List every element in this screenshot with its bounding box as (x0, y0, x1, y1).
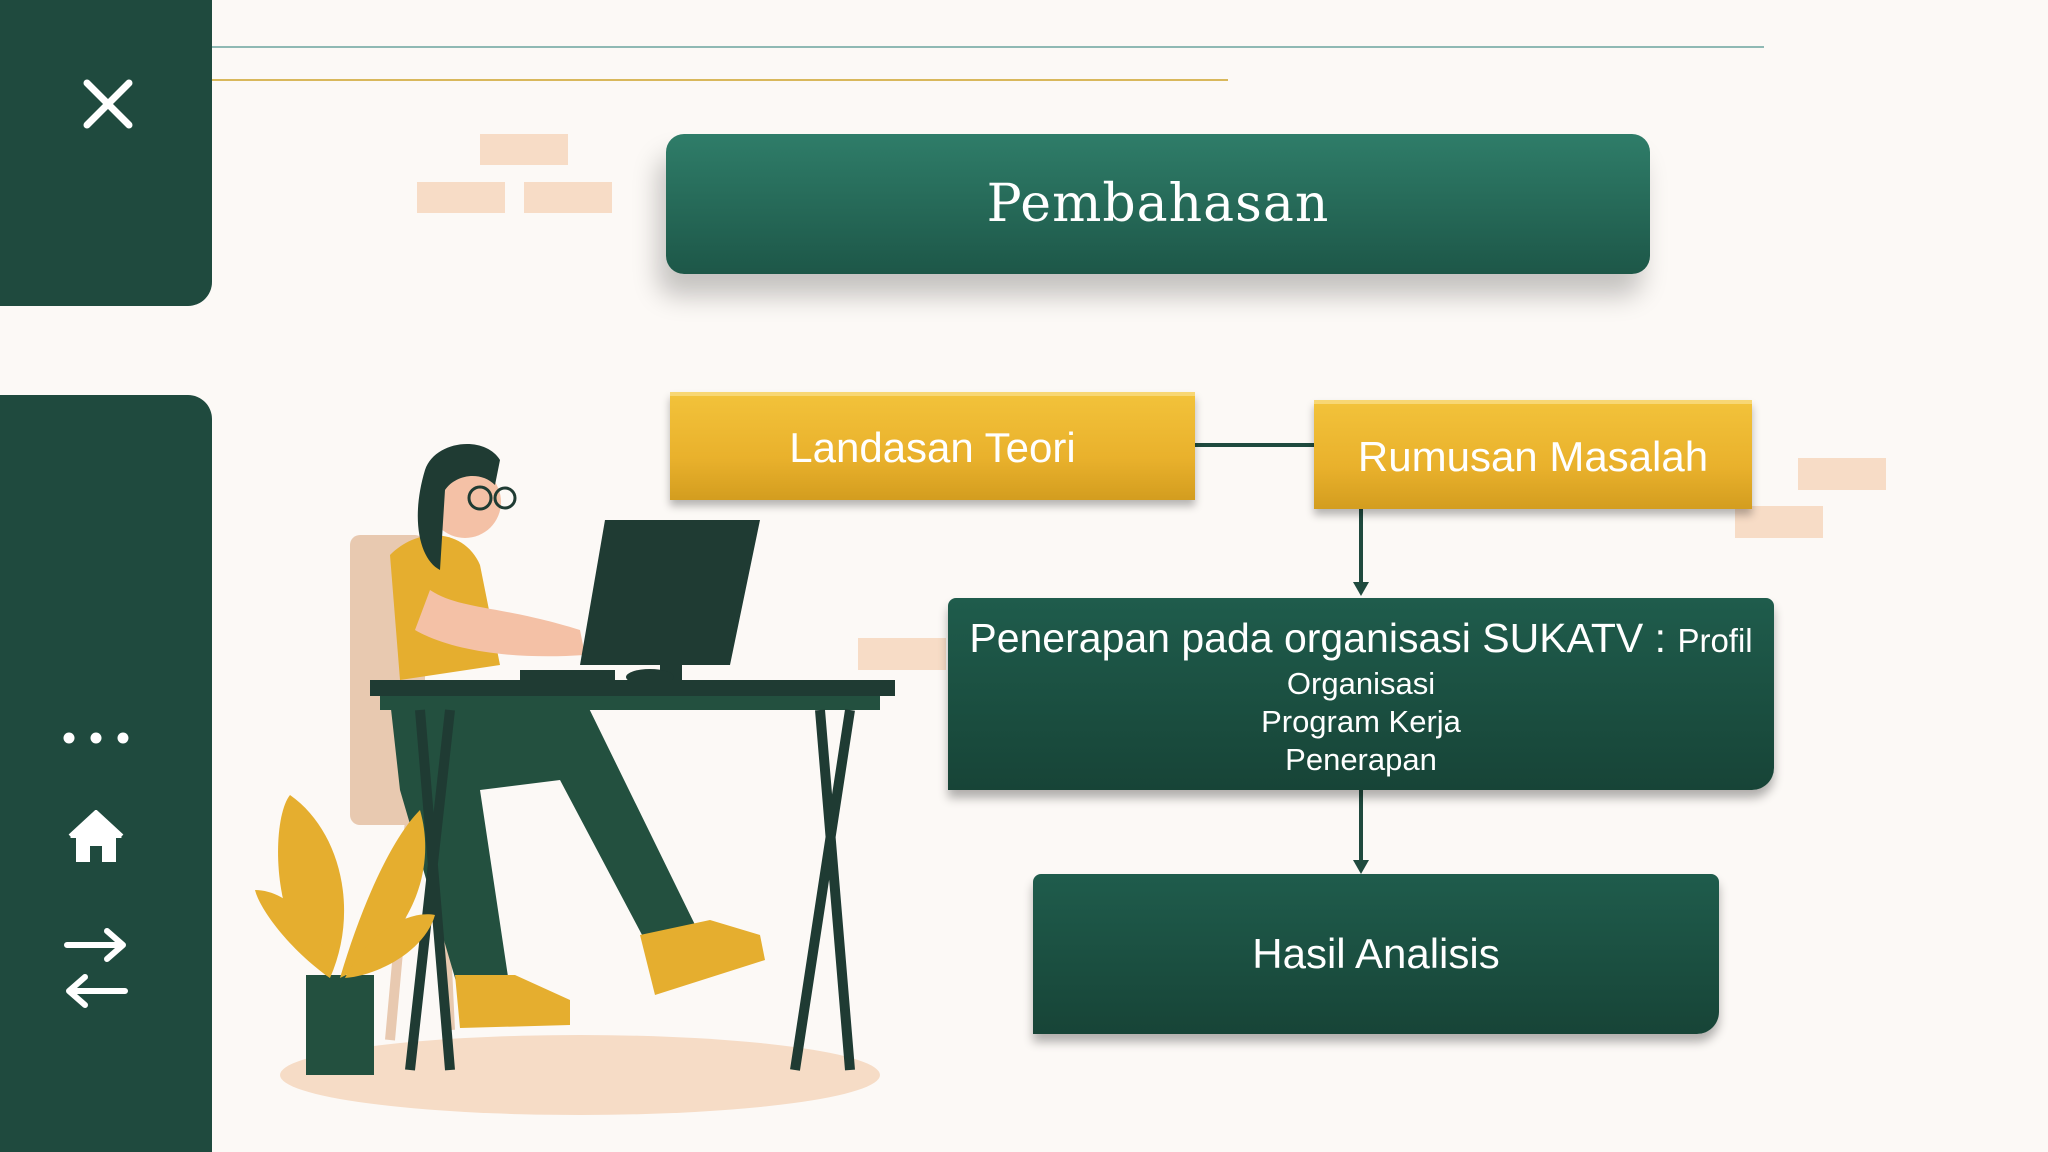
sidebar-bottom-panel (0, 395, 212, 1152)
arrow-head-2 (1353, 860, 1369, 874)
page-title: Pembahasan (986, 174, 1330, 234)
plant-leaf (345, 914, 435, 978)
home-icon[interactable] (60, 805, 132, 871)
illustration-woman-at-desk (255, 443, 895, 1115)
node-label: Penerapan pada organisasi SUKATV : (969, 615, 1667, 661)
desk-top (380, 696, 880, 710)
decor-block (1798, 458, 1886, 490)
close-icon[interactable] (70, 66, 146, 142)
node-label: Program Kerja (1261, 704, 1461, 739)
title-box: Pembahasan (666, 134, 1650, 274)
legs (390, 690, 700, 995)
desk-leg (405, 709, 455, 1071)
desk-top (370, 680, 895, 696)
monitor (580, 520, 760, 665)
decor-block (858, 638, 946, 670)
decor-line-gold (212, 79, 1228, 81)
sidebar-top-panel (0, 0, 212, 306)
node-label-small: Profil (1677, 622, 1753, 659)
decor-block (1735, 506, 1823, 538)
floor-shadow (280, 1035, 880, 1115)
node-rumusan-masalah: Rumusan Masalah (1314, 400, 1752, 509)
node-label: Hasil Analisis (1252, 930, 1500, 977)
shoe (640, 920, 765, 995)
decor-block (524, 182, 612, 213)
node-label: Landasan Teori (789, 424, 1076, 471)
node-hasil-analisis: Hasil Analisis (1033, 874, 1719, 1034)
node-label: Rumusan Masalah (1357, 432, 1709, 480)
connector-horizontal (1195, 443, 1315, 447)
arm (415, 590, 585, 657)
decor-line-teal (212, 46, 1764, 48)
keyboard (520, 670, 615, 682)
connector-vertical-2 (1359, 790, 1363, 866)
decor-block (480, 134, 568, 165)
swap-arrows-icon[interactable] (58, 920, 134, 1016)
node-landasan-teori: Landasan Teori (670, 392, 1195, 500)
desk-leg (790, 709, 855, 1071)
plant-pot (306, 975, 374, 1075)
connector-vertical-1 (1359, 505, 1363, 585)
node-penerapan: Penerapan pada organisasi SUKATV : Profi… (948, 598, 1774, 790)
node-label: Organisasi (1286, 666, 1436, 701)
glasses (493, 486, 517, 510)
hair (417, 443, 500, 570)
plant-leaf (255, 890, 330, 978)
plant-leaf (340, 810, 426, 978)
decor-block (417, 182, 505, 213)
node-label: Penerapan (1285, 742, 1437, 777)
more-dots-icon[interactable] (56, 726, 136, 750)
arrow-head-1 (1353, 582, 1369, 596)
shoe (455, 975, 570, 1028)
glasses (467, 485, 493, 511)
